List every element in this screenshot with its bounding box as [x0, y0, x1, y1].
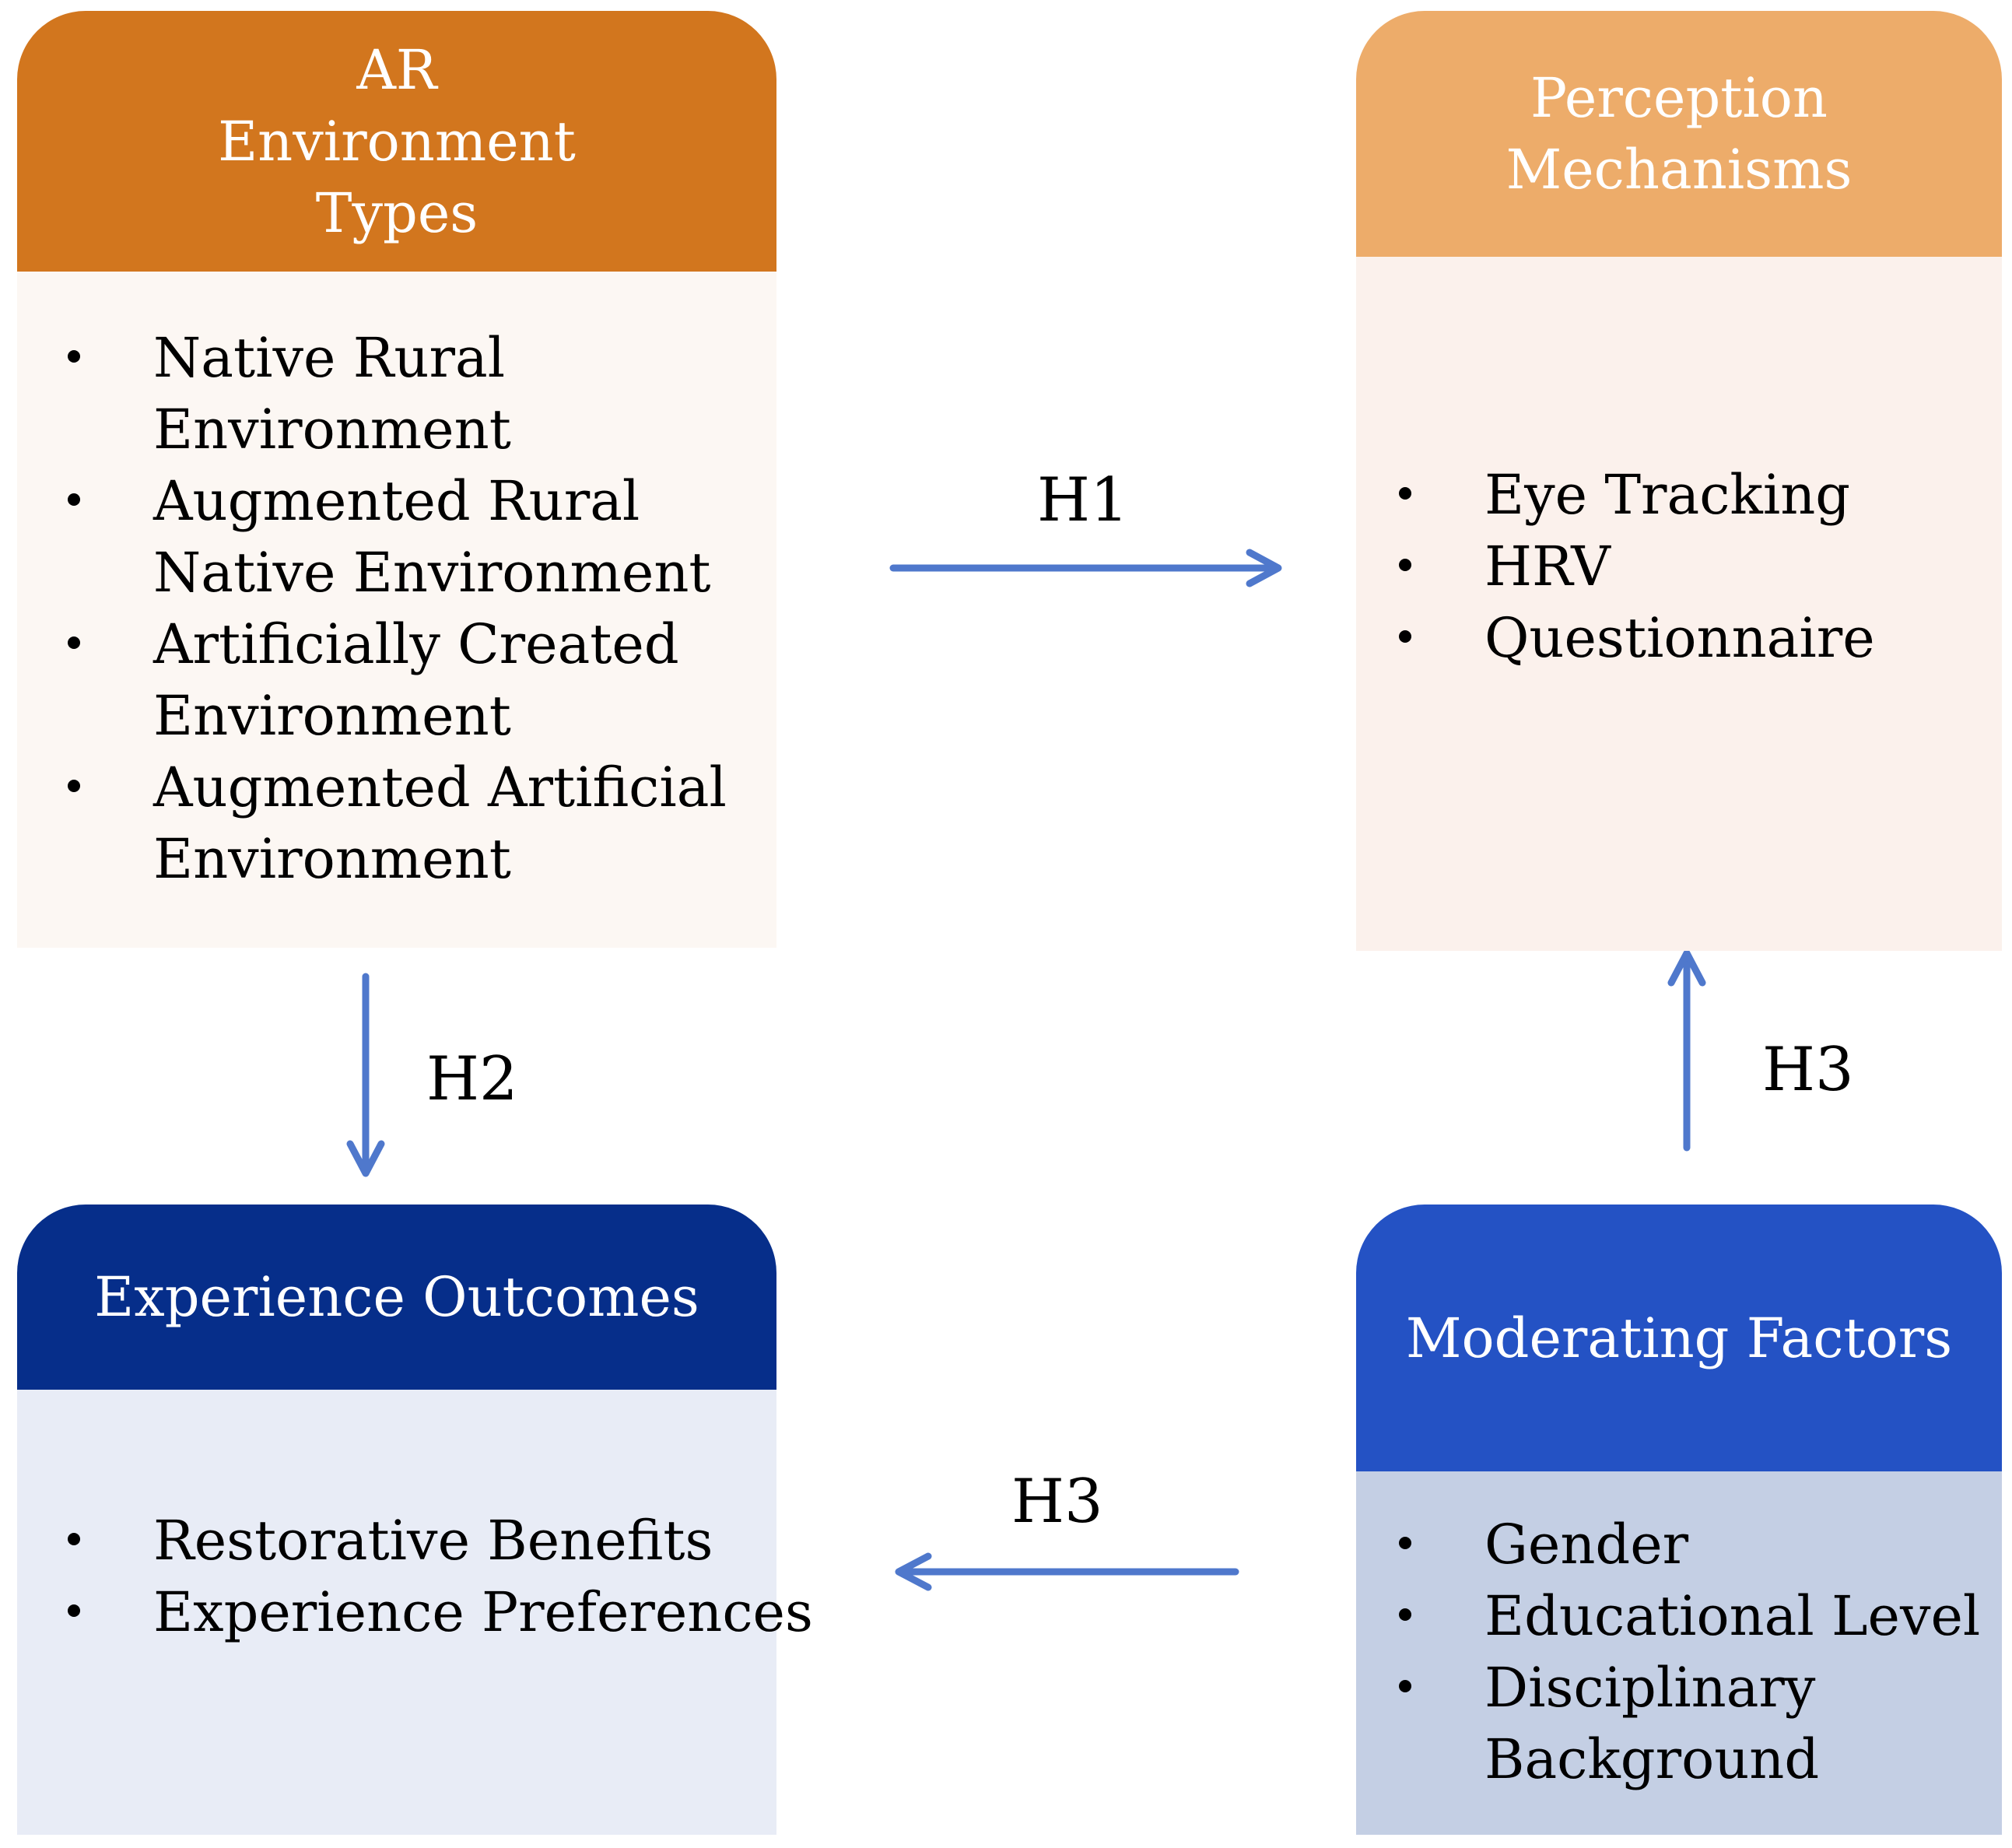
- moderating-factors-header: Moderating Factors: [1356, 1205, 2002, 1471]
- list-item-text: Augmented Rural: [153, 469, 640, 533]
- list-item-text: Native Rural: [153, 326, 506, 390]
- list-item-text: Experience Preferences: [153, 1580, 813, 1644]
- list-item-text: Disciplinary: [1484, 1656, 1816, 1720]
- list-item-text: Restorative Benefits: [153, 1509, 713, 1573]
- bullet-icon: [68, 636, 80, 649]
- bullet-icon: [1399, 487, 1411, 500]
- bullet-icon: [1399, 630, 1411, 643]
- bullet-icon: [68, 350, 80, 363]
- bullet-icon: [68, 1533, 80, 1545]
- title-line: Perception: [1530, 66, 1828, 130]
- bullet-icon: [68, 493, 80, 506]
- list-item: Restorative Benefits: [40, 1505, 813, 1576]
- list-item: Questionnaire: [1372, 602, 1875, 674]
- list-item: HRV: [1372, 531, 1875, 602]
- arrow-h3-up: [1667, 949, 1706, 1152]
- list-item: Educational Level: [1372, 1580, 1980, 1652]
- list-item-text: Artificially Created: [153, 612, 679, 676]
- list-item-text: Native Environment: [153, 541, 711, 605]
- title-line: Types: [315, 181, 478, 245]
- list-item-text: Environment: [153, 827, 511, 891]
- arrow-h3-left: [895, 1552, 1239, 1591]
- title-line: Experience Outcomes: [94, 1265, 699, 1329]
- title-line: Environment: [218, 109, 576, 174]
- title-line: Mechanisms: [1505, 138, 1853, 202]
- arrow-label-h3-up: H3: [1762, 1035, 1854, 1105]
- arrow-label-h2: H2: [426, 1044, 518, 1114]
- arrow-h2: [346, 973, 385, 1177]
- list-item: Experience Preferences: [40, 1576, 813, 1648]
- moderating-factors-title: Moderating Factors: [1406, 1303, 1952, 1374]
- list-item-text: Environment: [153, 684, 511, 748]
- list-item-text: Educational Level: [1484, 1584, 1981, 1648]
- list-item-text: Questionnaire: [1484, 606, 1875, 670]
- experience-outcomes-box: Experience Outcomes Restorative Benefits…: [17, 1205, 813, 1835]
- experience-outcomes-header: Experience Outcomes: [17, 1205, 776, 1390]
- bullet-icon: [1399, 1537, 1411, 1549]
- bullet-icon: [68, 1604, 80, 1617]
- list-item-text: Environment: [153, 398, 511, 461]
- list-item-text: Background: [1484, 1727, 1820, 1791]
- list-item: Eye Tracking: [1372, 459, 1875, 531]
- arrow-h1: [889, 549, 1282, 587]
- list-item: Gender: [1372, 1509, 1980, 1580]
- list-item-text: Eye Tracking: [1484, 463, 1851, 527]
- arrow-label-h1: H1: [1037, 465, 1129, 535]
- list-item-text: Augmented Artificial: [153, 756, 727, 819]
- list-item-text: HRV: [1484, 535, 1611, 598]
- title-line: AR: [356, 37, 437, 102]
- title-line: Moderating Factors: [1405, 1306, 1953, 1370]
- bullet-icon: [1399, 559, 1411, 571]
- bullet-icon: [1399, 1608, 1411, 1621]
- bullet-icon: [68, 780, 80, 792]
- arrow-label-h3-left: H3: [1011, 1467, 1103, 1537]
- bullet-icon: [1399, 1680, 1411, 1692]
- list-item-text: Gender: [1484, 1513, 1689, 1576]
- experience-outcomes-title: Experience Outcomes: [94, 1261, 699, 1333]
